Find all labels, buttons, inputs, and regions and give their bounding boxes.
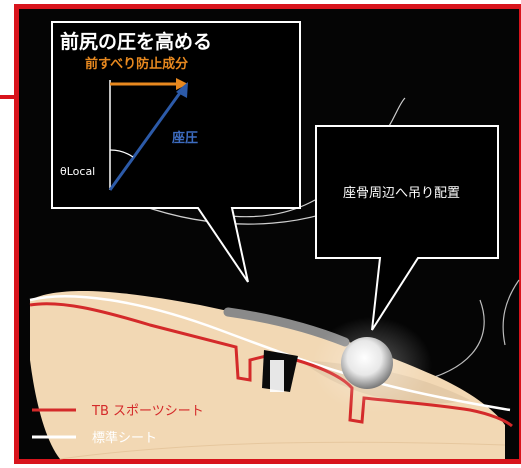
blue-arrow-shaft: [108, 89, 184, 191]
right-callout-text: 座骨周辺へ吊り配置: [343, 186, 460, 201]
left-callout-title: 前尻の圧を高める: [60, 30, 212, 53]
horizontal-arrow-label: 前すべり防止成分: [85, 56, 188, 72]
angle-arc: [109, 149, 134, 158]
insert-slot: [270, 360, 284, 392]
right-callout-bubble: [315, 125, 499, 331]
ischium-ball: [341, 337, 393, 389]
left-callout-bubble: [51, 21, 301, 283]
orange-arrow-head: [176, 78, 188, 90]
diagonal-arrow-label: 座圧: [171, 130, 198, 146]
standard-seat-line: [29, 295, 511, 412]
legend-label-standard: 標準シート: [92, 430, 157, 446]
legend-label-tb: TB スポーツシート: [91, 404, 204, 419]
thin-curve-4: [502, 279, 520, 346]
blue-arrow-head: [176, 82, 188, 98]
angle-label: θLocal: [60, 165, 95, 178]
